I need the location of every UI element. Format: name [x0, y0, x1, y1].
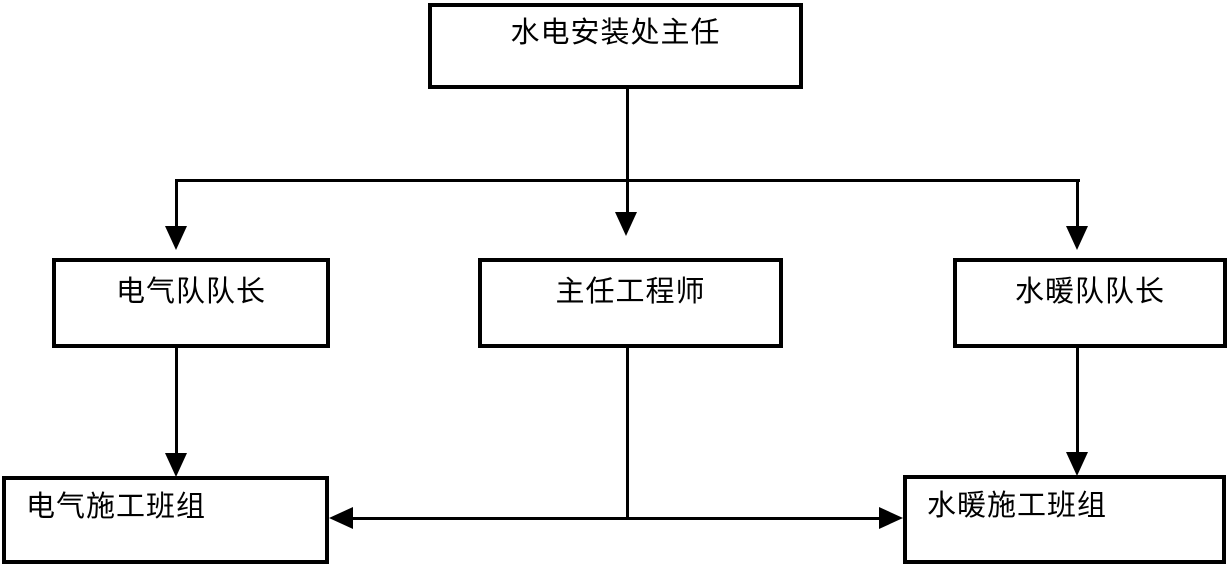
node-plumbing-crew-label: 水暖施工班组: [927, 490, 1108, 522]
node-director: 水电安装处主任: [428, 3, 803, 89]
node-chief-engineer: 主任工程师: [478, 258, 783, 348]
node-electrical-team-leader: 电气队队长: [52, 258, 330, 348]
arrowhead-right-plumbing-crew: [879, 507, 903, 529]
arrowhead-down-electrical-leader: [165, 226, 187, 250]
connector-lower-branch: [350, 517, 881, 520]
node-plumbing-crew: 水暖施工班组: [903, 475, 1226, 564]
connector-plumbing-leader-crew: [1076, 346, 1079, 453]
node-plumbing-team-leader-label: 水暖队队长: [1014, 276, 1165, 308]
connector-electrical-leader-crew: [175, 346, 178, 454]
arrowhead-down-plumbing-leader: [1066, 226, 1088, 250]
node-director-label: 水电安装处主任: [510, 17, 721, 49]
arrowhead-down-plumbing-crew: [1066, 452, 1088, 476]
arrowhead-left-electrical-crew: [329, 507, 353, 529]
node-electrical-crew: 电气施工班组: [2, 476, 329, 564]
connector-chief-engineer-stem: [626, 346, 629, 520]
arrowhead-down-electrical-crew: [165, 453, 187, 477]
connector-drop-electrical-leader: [175, 179, 178, 227]
node-plumbing-team-leader: 水暖队队长: [953, 258, 1227, 348]
connector-drop-plumbing-leader: [1076, 179, 1079, 227]
arrowhead-down-chief-engineer: [615, 212, 637, 236]
node-chief-engineer-label: 主任工程师: [555, 276, 706, 308]
connector-director-stem: [626, 89, 629, 213]
node-electrical-crew-label: 电气施工班组: [26, 491, 207, 523]
connector-upper-branch: [176, 179, 1080, 182]
node-electrical-team-leader-label: 电气队队长: [115, 276, 266, 308]
